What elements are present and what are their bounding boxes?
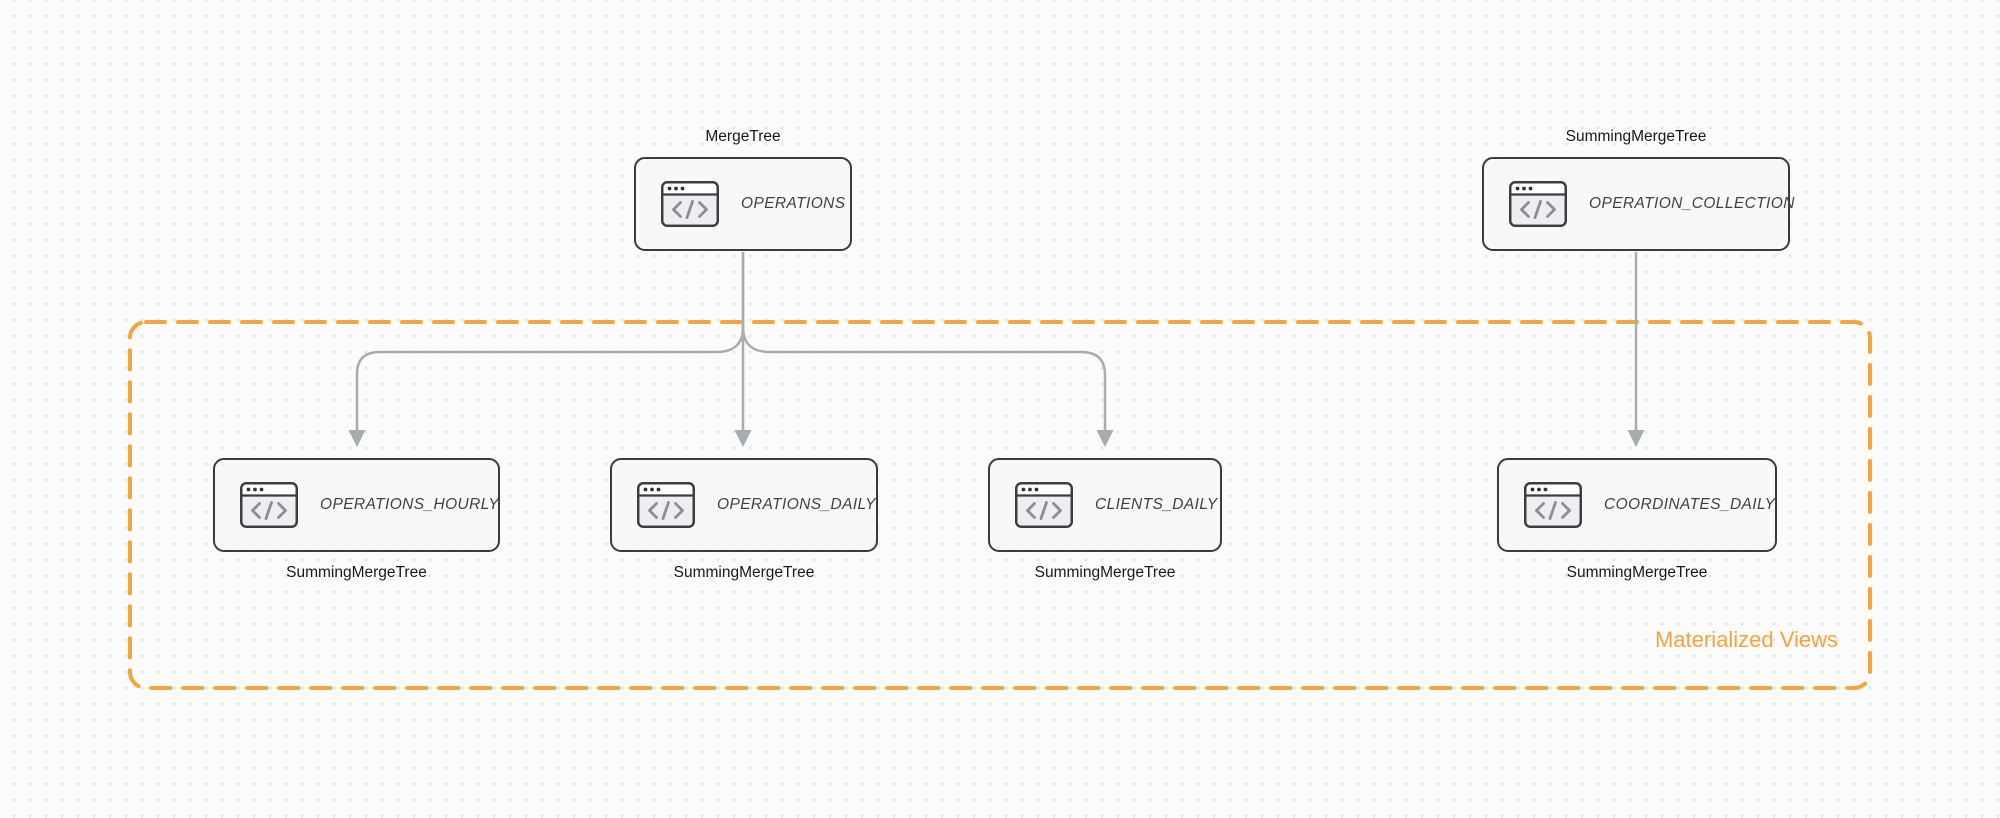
- edge-operations-to-clients: [741, 326, 1107, 430]
- node-clients-daily: CLIENTS_DAILY SummingMergeTree: [988, 458, 1222, 581]
- table-box-operation-collection: OPERATION_COLLECTION: [1482, 157, 1794, 251]
- edge-operations-to-hourly: [355, 252, 745, 430]
- node-operations: MergeTree OPERATIONS: [634, 128, 852, 251]
- code-window-icon: [1509, 181, 1567, 227]
- table-name: OPERATIONS_DAILY: [717, 496, 876, 513]
- code-window-icon: [637, 482, 695, 528]
- arrowhead-clients: [1096, 430, 1114, 447]
- table-box-operations-hourly: OPERATIONS_HOURLY: [213, 458, 500, 552]
- node-coordinates-daily: COORDINATES_DAILY SummingMergeTree: [1497, 458, 1777, 581]
- engine-label: SummingMergeTree: [1566, 564, 1708, 581]
- table-box-operations-daily: OPERATIONS_DAILY: [610, 458, 878, 552]
- code-window-icon: [240, 482, 298, 528]
- engine-label: SummingMergeTree: [1034, 564, 1176, 581]
- node-operations-daily: OPERATIONS_DAILY SummingMergeTree: [610, 458, 878, 581]
- code-window-icon: [661, 181, 719, 227]
- code-window-icon: [1524, 482, 1582, 528]
- code-window-icon: [1015, 482, 1073, 528]
- table-name: COORDINATES_DAILY: [1604, 496, 1776, 513]
- arrowhead-coordinates: [1627, 430, 1645, 447]
- engine-label: SummingMergeTree: [286, 564, 427, 581]
- table-box-operations: OPERATIONS: [634, 157, 852, 251]
- node-operation-collection: SummingMergeTree OPERATION_COLLECTION: [1482, 128, 1794, 251]
- engine-label: SummingMergeTree: [1565, 128, 1707, 145]
- table-name: OPERATIONS: [741, 195, 846, 212]
- table-name: OPERATIONS_HOURLY: [320, 496, 500, 513]
- table-box-coordinates-daily: COORDINATES_DAILY: [1497, 458, 1777, 552]
- engine-label: MergeTree: [705, 128, 781, 145]
- engine-label: SummingMergeTree: [673, 564, 815, 581]
- arrowhead-daily: [734, 430, 752, 447]
- node-operations-hourly: OPERATIONS_HOURLY SummingMergeTree: [213, 458, 500, 581]
- table-box-clients-daily: CLIENTS_DAILY: [988, 458, 1222, 552]
- table-name: CLIENTS_DAILY: [1095, 496, 1218, 513]
- materialized-views-label: Materialized Views: [1654, 627, 1838, 652]
- arrowhead-hourly: [348, 430, 366, 447]
- table-name: OPERATION_COLLECTION: [1589, 195, 1795, 212]
